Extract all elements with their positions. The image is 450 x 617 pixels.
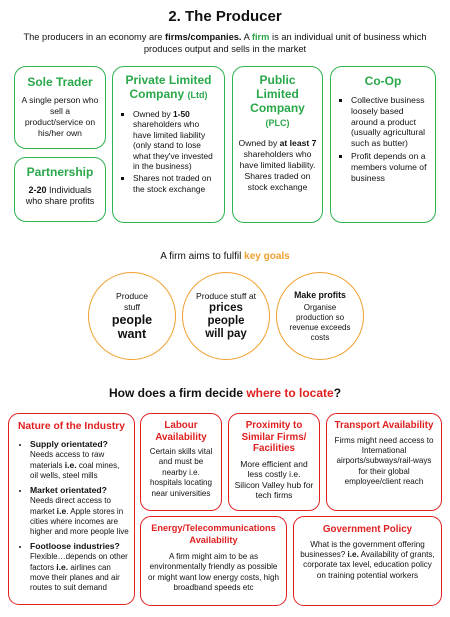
plc-post: shareholders who have limited liability.… (239, 149, 316, 192)
sole-trader-heading: Sole Trader (27, 75, 93, 89)
transport-availability-text: Firms might need access to International… (334, 435, 434, 487)
partnership-range: 2-20 (28, 185, 47, 195)
coop-list: Collective business loosely based around… (337, 95, 429, 183)
goals-label-key: key goals (244, 251, 290, 262)
locate-post: ? (333, 386, 342, 400)
goal1-big: people want (111, 313, 153, 341)
nature-of-industry-box: Nature of the Industry Supply orientated… (8, 413, 135, 605)
goals-label-pre: A firm aims to fulfil (160, 251, 245, 262)
government-policy-heading: Government Policy (322, 524, 413, 535)
government-policy-text: What is the government offering business… (299, 540, 436, 582)
partnership-heading: Partnership (26, 165, 94, 179)
intro-firm-word: firm (251, 32, 270, 42)
private-bullet1-post: shareholders who have limited liability … (133, 119, 213, 172)
plc-bold: at least 7 (279, 138, 317, 148)
locate-pre: How does a firm decide (108, 386, 247, 400)
industry-item-bold: Market orientated? (30, 484, 107, 495)
transport-availability-box: Transport Availability Firms might need … (326, 413, 442, 511)
proximity-heading: Proximity to Similar Firms/ Facilities (241, 420, 307, 454)
industry-item-bold: Supply orientated? (30, 438, 108, 449)
goal-circle-profits: Make profits Organise production so reve… (276, 272, 364, 360)
energy-telecom-box: Energy/Telecommunications Availability A… (140, 516, 287, 606)
list-item: Profit depends on a members volume of bu… (351, 151, 429, 183)
labour-availability-heading: Labour Availability (155, 420, 207, 443)
coop-box: Co-Op Collective business loosely based … (330, 66, 436, 223)
private-limited-heading: Private Limited Company (Ltd) (119, 73, 218, 102)
industry-item-post: coal mines, oil wells, steel mills (30, 460, 120, 480)
proximity-box: Proximity to Similar Firms/ Facilities M… (228, 413, 320, 511)
labour-availability-box: Labour Availability Certain skills vital… (140, 413, 222, 511)
list-item: Supply orientated?Needs access to raw ma… (30, 439, 129, 481)
page-title: 2. The Producer (168, 8, 282, 25)
gov-ie: i.e. (347, 549, 359, 559)
goal-circle-people-pay: Produce stuff at prices people will pay (182, 272, 270, 360)
transport-availability-heading: Transport Availability (334, 420, 434, 431)
labour-availability-text: Certain skills vital and must be nearby … (149, 447, 213, 498)
plc-abbr: (PLC) (265, 118, 290, 128)
goals-label: A firm aims to fulfil key goals (0, 251, 450, 262)
private-bullet1-pre: Owned by (133, 109, 174, 119)
industry-list: Supply orientated?Needs access to raw ma… (14, 439, 129, 593)
locate-key: where to locate (246, 386, 334, 400)
industry-item-pre: Needs access to raw materials (30, 449, 105, 470)
goal2-prices: prices (209, 302, 243, 314)
list-item: Collective business loosely based around… (351, 95, 429, 149)
intro-firms-companies: firms/companies. (165, 32, 242, 42)
private-limited-title: Private Limited Company (125, 73, 212, 101)
locate-question: How does a firm decide where to locate? (0, 386, 450, 400)
private-limited-abbr: (Ltd) (187, 90, 208, 100)
coop-heading: Co-Op (364, 74, 402, 88)
plc-pre: Owned by (238, 138, 280, 148)
list-item: Shares not traded on the stock exchange (133, 173, 218, 194)
industry-item-bold: Footloose industries? (30, 540, 120, 551)
plc-heading: Public Limited Company (PLC) (238, 73, 317, 130)
industry-item-post: airlines can move their planes and air r… (30, 562, 120, 592)
goal2-small: Produce stuff at (195, 291, 257, 301)
goal-circle-people-want: Produce stuff people want (88, 272, 176, 360)
partnership-desc: Individuals who share profits (25, 185, 95, 206)
sole-trader-box: Sole Trader A single person who sell a p… (14, 66, 106, 149)
plc-text: Owned by at least 7 shareholders who hav… (238, 138, 317, 193)
industry-item-pre: Flexible…depends on other factors (30, 551, 128, 572)
industry-item-pre: Needs direct access to market (30, 495, 111, 516)
industry-item-post: . Apple stores in cities where incomes a… (30, 506, 129, 536)
industry-item-ie: i.e. (56, 561, 69, 572)
list-item: Market orientated?Needs direct access to… (30, 485, 129, 537)
gov-post: Availability of grants, corporate tax le… (303, 549, 435, 580)
intro-part2: A (241, 32, 252, 42)
partnership-text: 2-20 Individuals who share profits (21, 185, 99, 207)
goal3-small: Organise production so revenue exceeds c… (289, 302, 351, 342)
partnership-box: Partnership 2-20 Individuals who share p… (14, 157, 106, 222)
private-bullet1-bold: 1-50 (173, 109, 190, 119)
nature-of-industry-heading: Nature of the Industry (18, 421, 125, 432)
industry-item-ie: i.e (56, 505, 67, 516)
plc-title: Public Limited Company (250, 73, 305, 115)
energy-telecom-heading: Energy/Telecommunications Availability (151, 523, 276, 545)
government-policy-box: Government Policy What is the government… (293, 516, 442, 606)
proximity-text: More efficient and less costly i.e. Sili… (234, 458, 314, 501)
list-item: Owned by 1-50 shareholders who have limi… (133, 109, 218, 171)
intro-text: The producers in an economy are firms/co… (20, 31, 430, 55)
sole-trader-text: A single person who sell a product/servi… (21, 95, 99, 138)
gov-pre: What is the government offering business… (300, 539, 425, 559)
intro-part3: is an individual unit of business which … (143, 32, 427, 54)
private-limited-box: Private Limited Company (Ltd) Owned by 1… (112, 66, 225, 223)
intro-part1: The producers in an economy are (23, 32, 166, 42)
plc-box: Public Limited Company (PLC) Owned by at … (232, 66, 323, 223)
energy-telecom-text: A firm might aim to be as environmentall… (148, 552, 279, 593)
list-item: Footloose industries?Flexible…depends on… (30, 541, 129, 593)
goal1-small: Produce stuff (115, 291, 148, 312)
goal2-big: people will pay (205, 315, 247, 340)
industry-item-ie: i.e. (64, 459, 77, 470)
private-limited-list: Owned by 1-50 shareholders who have limi… (119, 109, 218, 194)
goal3-heading: Make profits (294, 289, 346, 300)
